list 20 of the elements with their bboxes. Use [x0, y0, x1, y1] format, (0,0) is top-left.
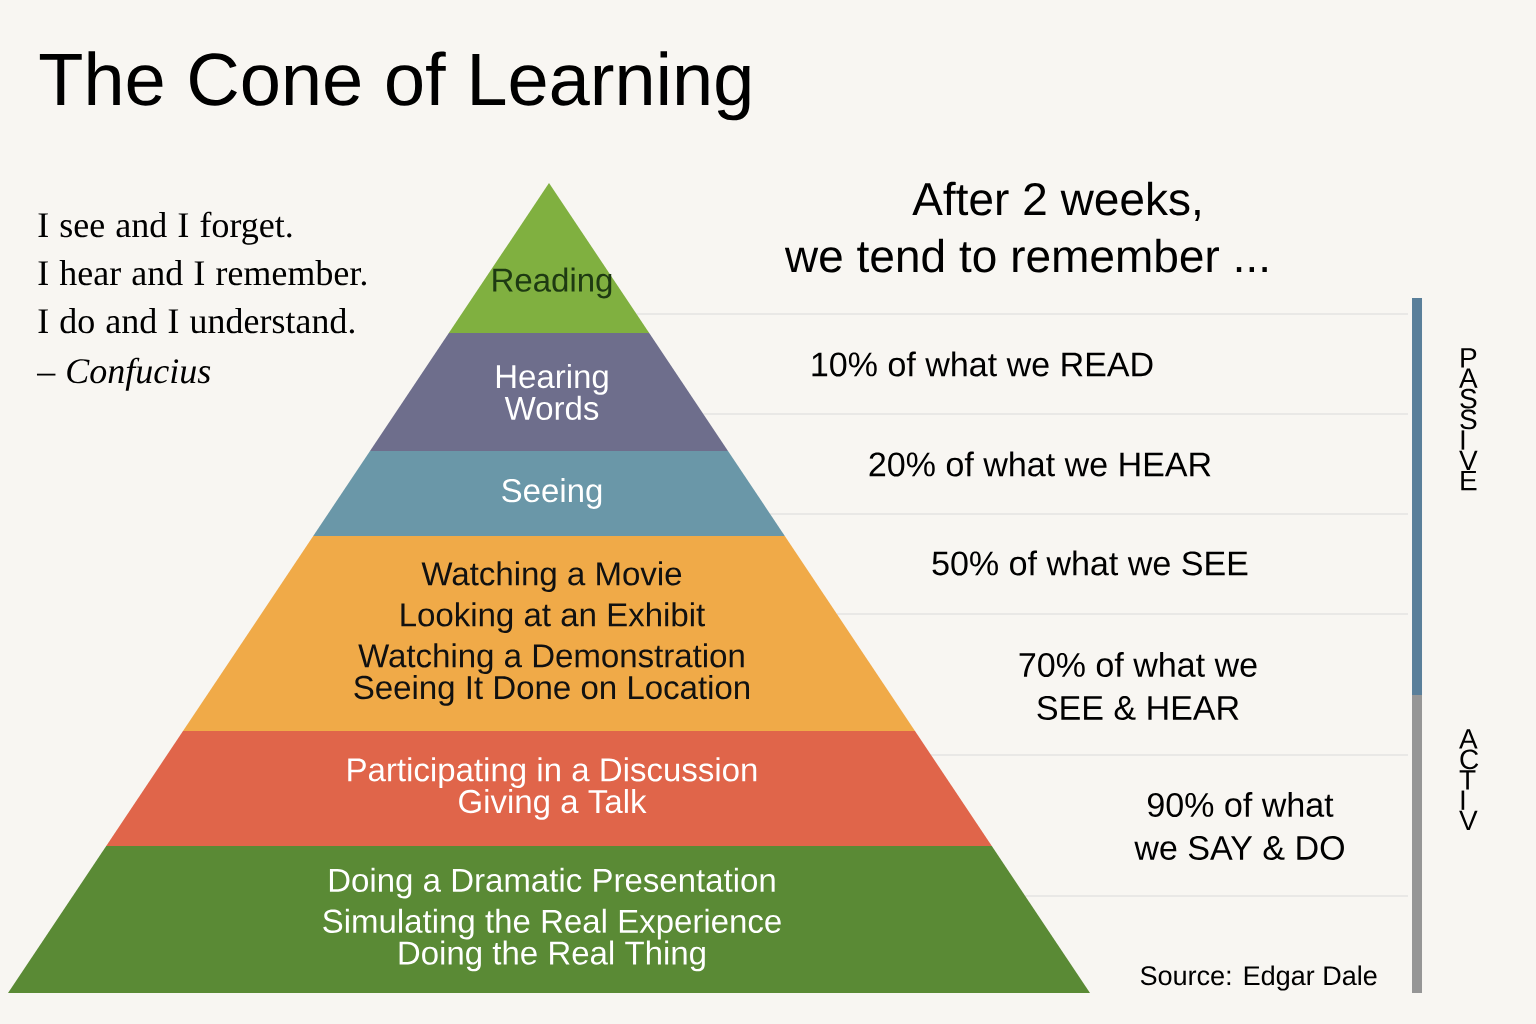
pyramid-band: Seeing — [313, 451, 785, 536]
title: The Cone of Learning — [39, 51, 750, 121]
pyramid-band: Watching a Movie Looking at an Exhibit Watching a Demonstration Seeing It Done on Location — [183, 536, 915, 731]
percentage-text: 10% of what we READ — [812, 351, 1153, 377]
percentage-text: 70% of what we SEE & HEAR — [1019, 652, 1257, 720]
pyramid-band: Hearing Words — [370, 333, 728, 451]
quote-text: I see and I forget. — [38, 211, 292, 245]
pyramid-band: Reading — [448, 183, 650, 333]
source-text: Source: Edgar Dale — [1140, 965, 1377, 991]
quote-text: – Confucius — [36, 357, 211, 391]
heading-text: After 2 weeks, — [912, 181, 1200, 221]
pyramid-band: Participating in a Discussion Giving a Talk — [106, 731, 992, 846]
percentage-text: 20% of what we HEAR — [869, 451, 1211, 477]
pyramid-band: Doing a Dramatic Presentation Simulating the Real Experience Doing the Real Thing — [8, 846, 1090, 993]
quote-text: I do and I understand. — [38, 308, 355, 334]
vertical-text: PASSIVE — [1459, 348, 1478, 491]
percentage-text: 90% of what we SAY & DO — [1134, 792, 1344, 860]
vertical-text: ACTIV — [1459, 729, 1479, 831]
heading-text: we tend to remember ... — [784, 238, 1267, 273]
quote-text: I hear and I remember. — [38, 260, 366, 286]
